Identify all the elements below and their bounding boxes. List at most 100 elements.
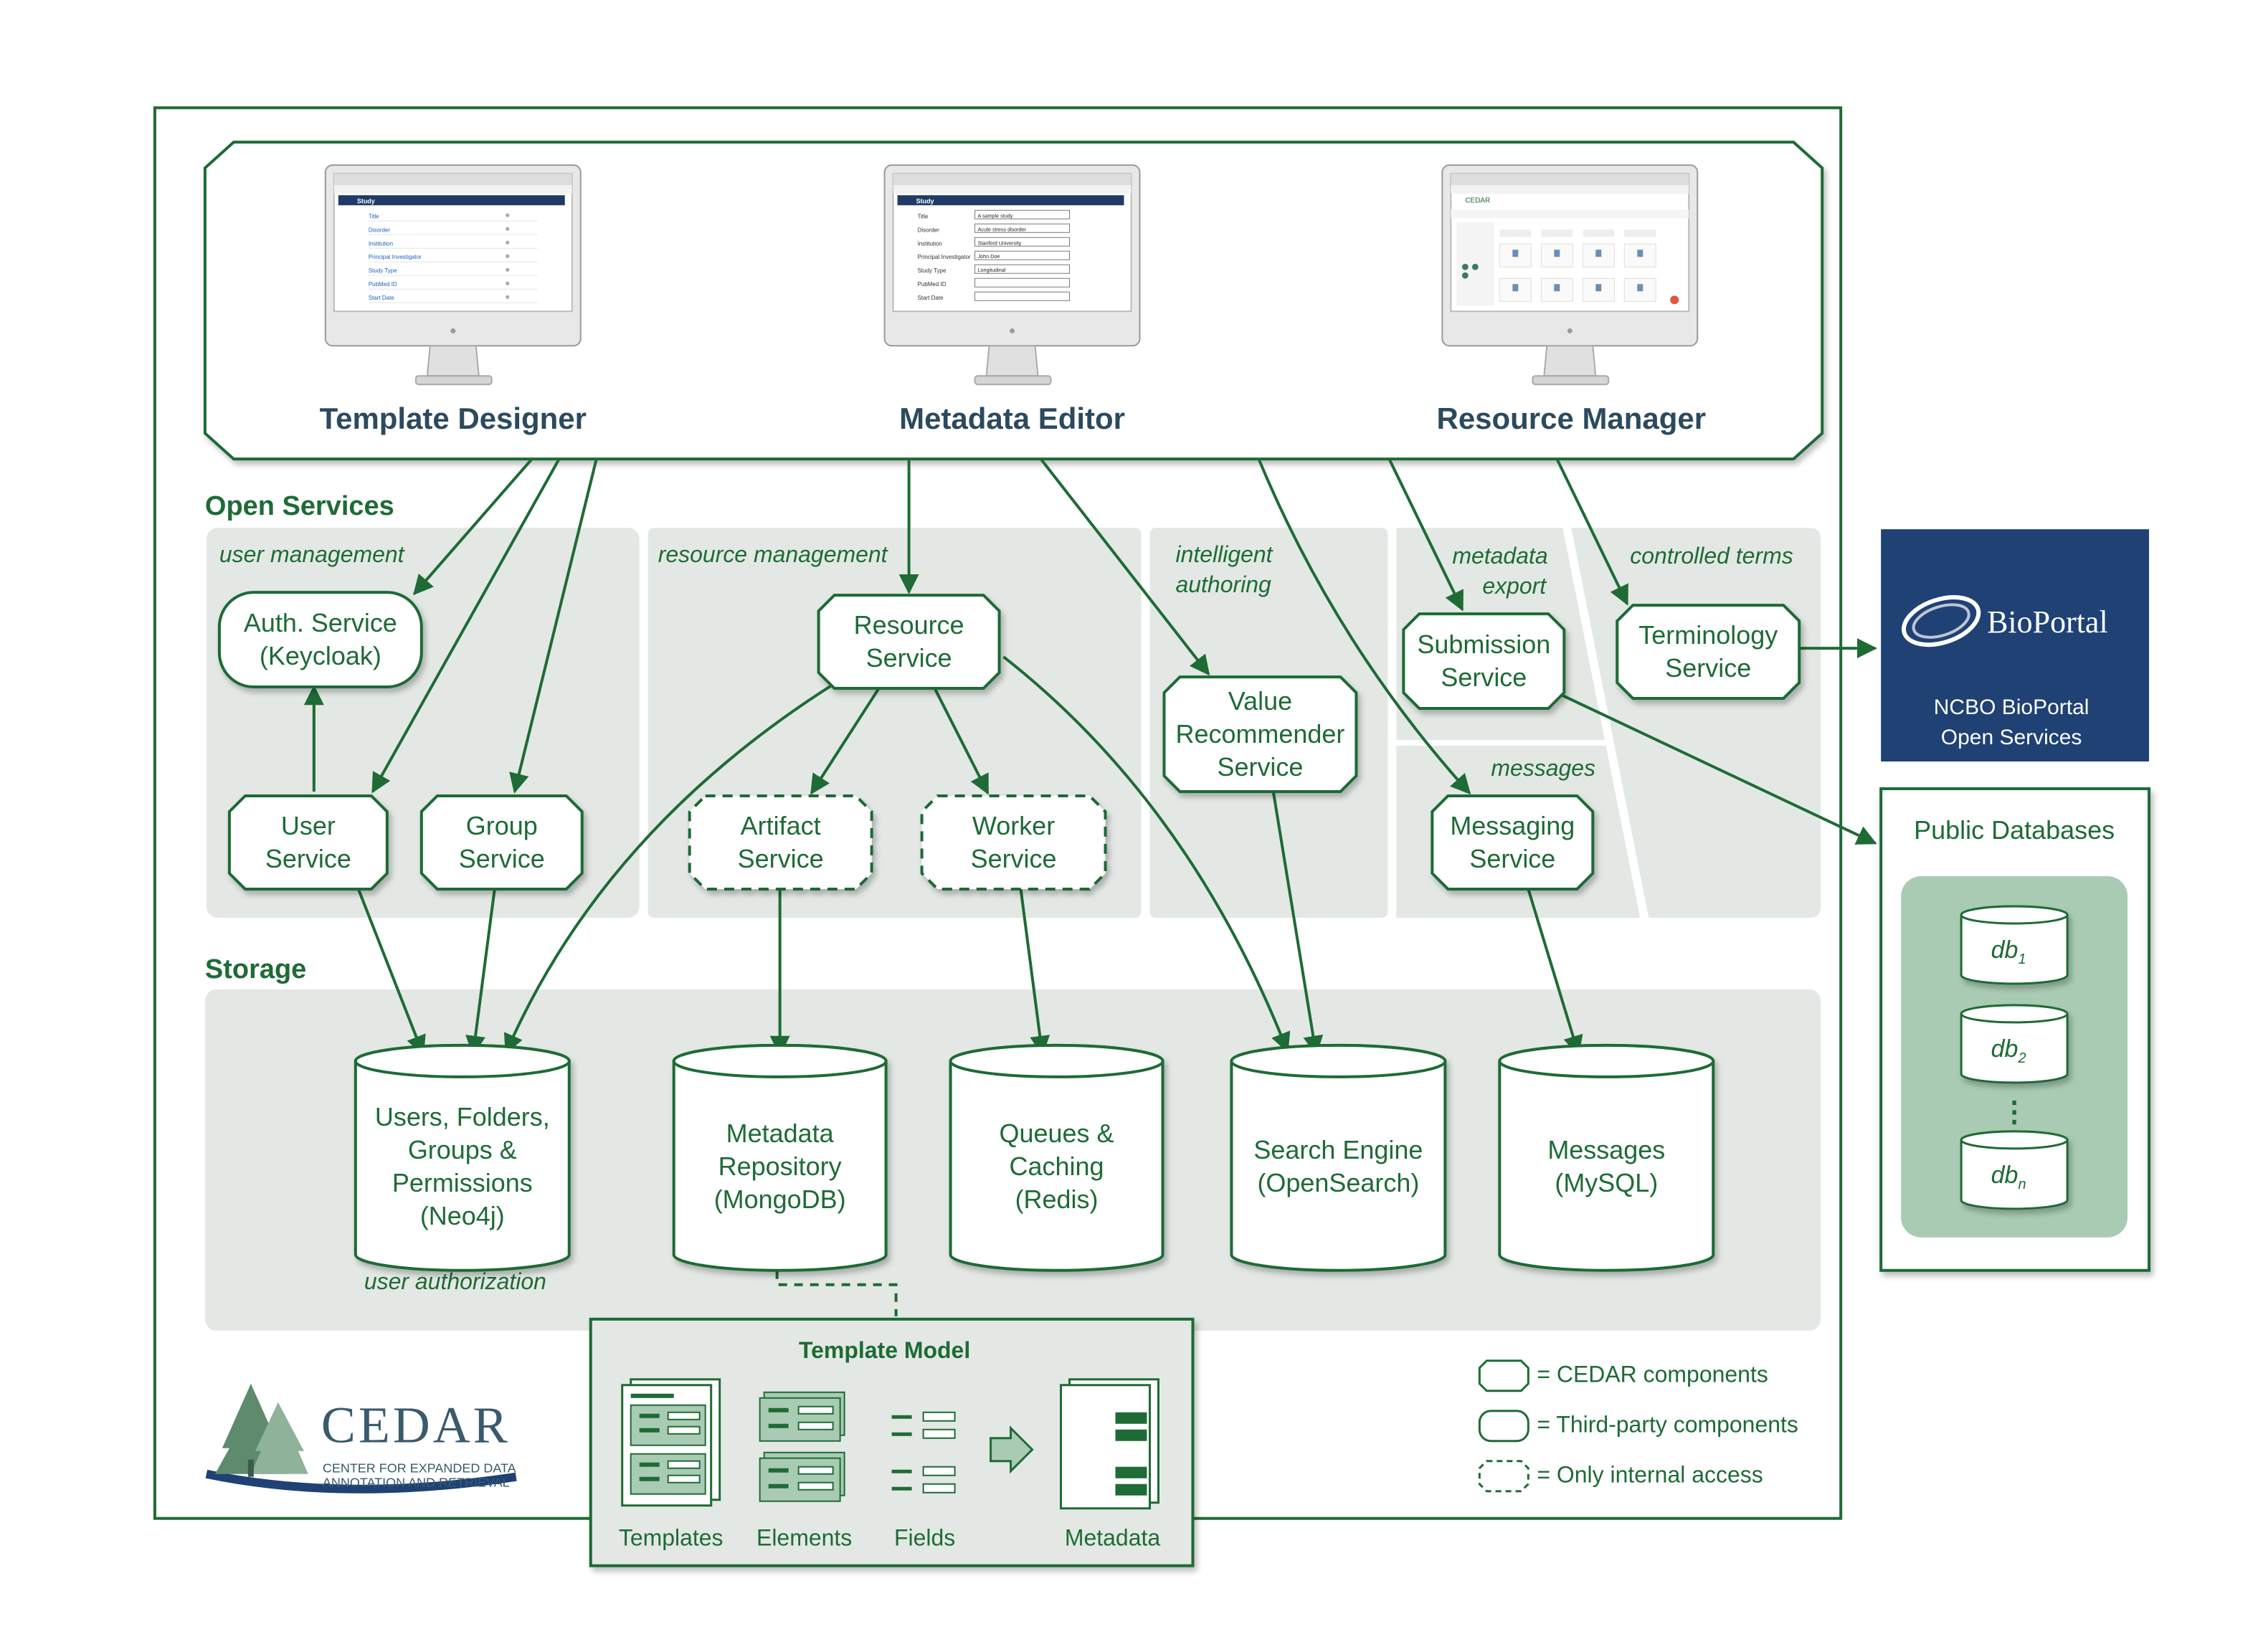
- legend-thirdparty-swatch: [1478, 1410, 1529, 1443]
- arrow-recommender-opensearch: [1271, 789, 1324, 1056]
- screen-row-label: Start Date: [918, 295, 944, 301]
- screen-row-bullet: [506, 281, 510, 285]
- screen-input-box: [974, 291, 1071, 301]
- arrow-rm-messaging: [1257, 458, 1471, 795]
- link-mongo-template-model: [775, 1254, 898, 1316]
- rm-tile-icon: [1554, 284, 1560, 292]
- bioportal-box: BioPortal NCBO BioPortal Open Services: [1881, 529, 2150, 762]
- screen-row-label: Start Date: [369, 295, 395, 301]
- artifact-service-label-line: Artifact: [741, 811, 821, 840]
- worker-service-label-line: Service: [971, 844, 1057, 873]
- rm-tile-icon: [1595, 250, 1602, 257]
- user-service-label-line: User: [281, 811, 336, 840]
- screen-row-label: PubMed ID: [918, 281, 947, 288]
- group-metadata-export-2: export: [1482, 573, 1547, 599]
- screen-row-label: Institution: [918, 240, 942, 247]
- screen-input-box: [974, 250, 1071, 260]
- cedar-logo-tagline-1: CENTER FOR EXPANDED DATA: [323, 1461, 516, 1476]
- group-controlled-terms: controlled terms: [1630, 543, 1793, 569]
- submission-service-label-line: Service: [1441, 663, 1527, 692]
- resource-manager-label: Resource Manager: [1437, 402, 1707, 435]
- fields-icon: [891, 1411, 956, 1494]
- screen-row-bullet: [506, 267, 510, 272]
- public-db-label: dbn: [1991, 1162, 2026, 1192]
- screen-row-label: Study Type: [369, 267, 397, 274]
- messages-mysql-label-line: (MySQL): [1555, 1168, 1658, 1197]
- screen-row-label: Disorder: [369, 227, 391, 233]
- rm-screen-brand: CEDAR: [1465, 196, 1490, 204]
- screen-input-value: A sample study: [978, 212, 1013, 219]
- rm-sidebar-dot: [1461, 263, 1469, 270]
- rm-tile: [1582, 277, 1615, 302]
- messaging-service-label-line: Messaging: [1450, 811, 1575, 840]
- apple-logo-icon: ●: [1009, 325, 1016, 337]
- screen-input-value: John Doe: [978, 253, 1000, 260]
- arrow-messaging-mysql: [1527, 888, 1583, 1056]
- bioportal-caption-2: Open Services: [1941, 726, 2082, 749]
- resource-service-label-line: Service: [866, 643, 952, 673]
- terminology-service-label-line: Terminology: [1638, 620, 1778, 650]
- rm-tile-icon: [1554, 250, 1560, 257]
- screen-row-label: Institution: [369, 240, 393, 247]
- screen-row-label: Principal Investigator: [369, 254, 422, 260]
- arrow-td-auth: [412, 457, 533, 596]
- bioportal-caption-1: NCBO BioPortal: [1934, 696, 2089, 719]
- legend-thirdparty: = Third-party components: [1537, 1412, 1798, 1438]
- users-folders-neo4j-label-line: Permissions: [392, 1168, 533, 1197]
- public-db-label: db1: [1991, 936, 2026, 967]
- public-db-base: db: [1991, 936, 2019, 964]
- users-folders-neo4j-label-line: (Neo4j): [420, 1201, 505, 1230]
- screen-row-label: Study Type: [918, 267, 947, 274]
- label-templates: Templates: [619, 1525, 724, 1551]
- screen-input-value: Acute stress disorder: [978, 226, 1027, 232]
- rm-tile-icon: [1512, 250, 1519, 257]
- messaging-service-label-line: Service: [1469, 844, 1555, 873]
- me-screen-study: Study: [916, 197, 934, 204]
- template-designer-label: Template Designer: [320, 402, 587, 435]
- rm-tile-icon: [1595, 284, 1602, 292]
- screen-input-value: Longitudinal: [978, 267, 1006, 273]
- storage-title: Storage: [205, 954, 306, 984]
- public-db-sub: n: [2018, 1177, 2026, 1192]
- open-services-title: Open Services: [205, 491, 394, 521]
- rm-sidebar-dot: [1461, 272, 1469, 279]
- templates-icon: [621, 1378, 721, 1507]
- arrow-group-neo4j: [465, 888, 496, 1056]
- bioportal-logo-icon: [1901, 595, 1981, 647]
- arrow-resource-worker: [933, 688, 990, 795]
- screen-input-box: [974, 264, 1071, 274]
- public-db-label: db2: [1991, 1035, 2026, 1066]
- public-databases-title: Public Databases: [1914, 815, 2115, 845]
- public-db-base: db: [1991, 1162, 2019, 1189]
- public-db-1: db1: [1960, 905, 2069, 985]
- connection-arrows: [303, 457, 1877, 1316]
- legend-internal: = Only internal access: [1537, 1462, 1763, 1488]
- cedar-logo-tagline-2: ANNOTATION AND RETRIEVAL: [323, 1476, 510, 1490]
- users-folders-neo4j: Users, Folders,Groups &Permissions(Neo4j…: [354, 1043, 571, 1272]
- cedar-logo: CEDAR CENTER FOR EXPANDED DATA ANNOTATIO…: [205, 1383, 517, 1494]
- search-engine-opensearch-label-line: Search Engine: [1253, 1135, 1423, 1164]
- queues-caching-redis: Queues &Caching(Redis): [949, 1043, 1164, 1272]
- screen-input-box: [974, 209, 1071, 219]
- arrow-user-neo4j: [356, 888, 426, 1056]
- screen-row-label: Title: [369, 213, 379, 219]
- arrow-rm-submission: [1387, 458, 1464, 612]
- arrow-td-group: [509, 458, 598, 794]
- search-engine-opensearch: Search Engine(OpenSearch): [1230, 1043, 1447, 1272]
- services: Auth. Service(Keycloak)UserServiceGroupS…: [217, 591, 1801, 891]
- screen-row-label: Disorder: [918, 227, 940, 233]
- transform-arrow-icon: [990, 1425, 1034, 1474]
- rm-header-cell: [1541, 229, 1573, 237]
- metadata-editor-label: Metadata Editor: [899, 402, 1125, 435]
- auth-service: Auth. Service(Keycloak): [217, 591, 423, 689]
- template-designer-monitor: Study TitleDisorderInstitutionPrincipal …: [324, 164, 582, 386]
- legend-cedar-swatch: [1478, 1359, 1529, 1392]
